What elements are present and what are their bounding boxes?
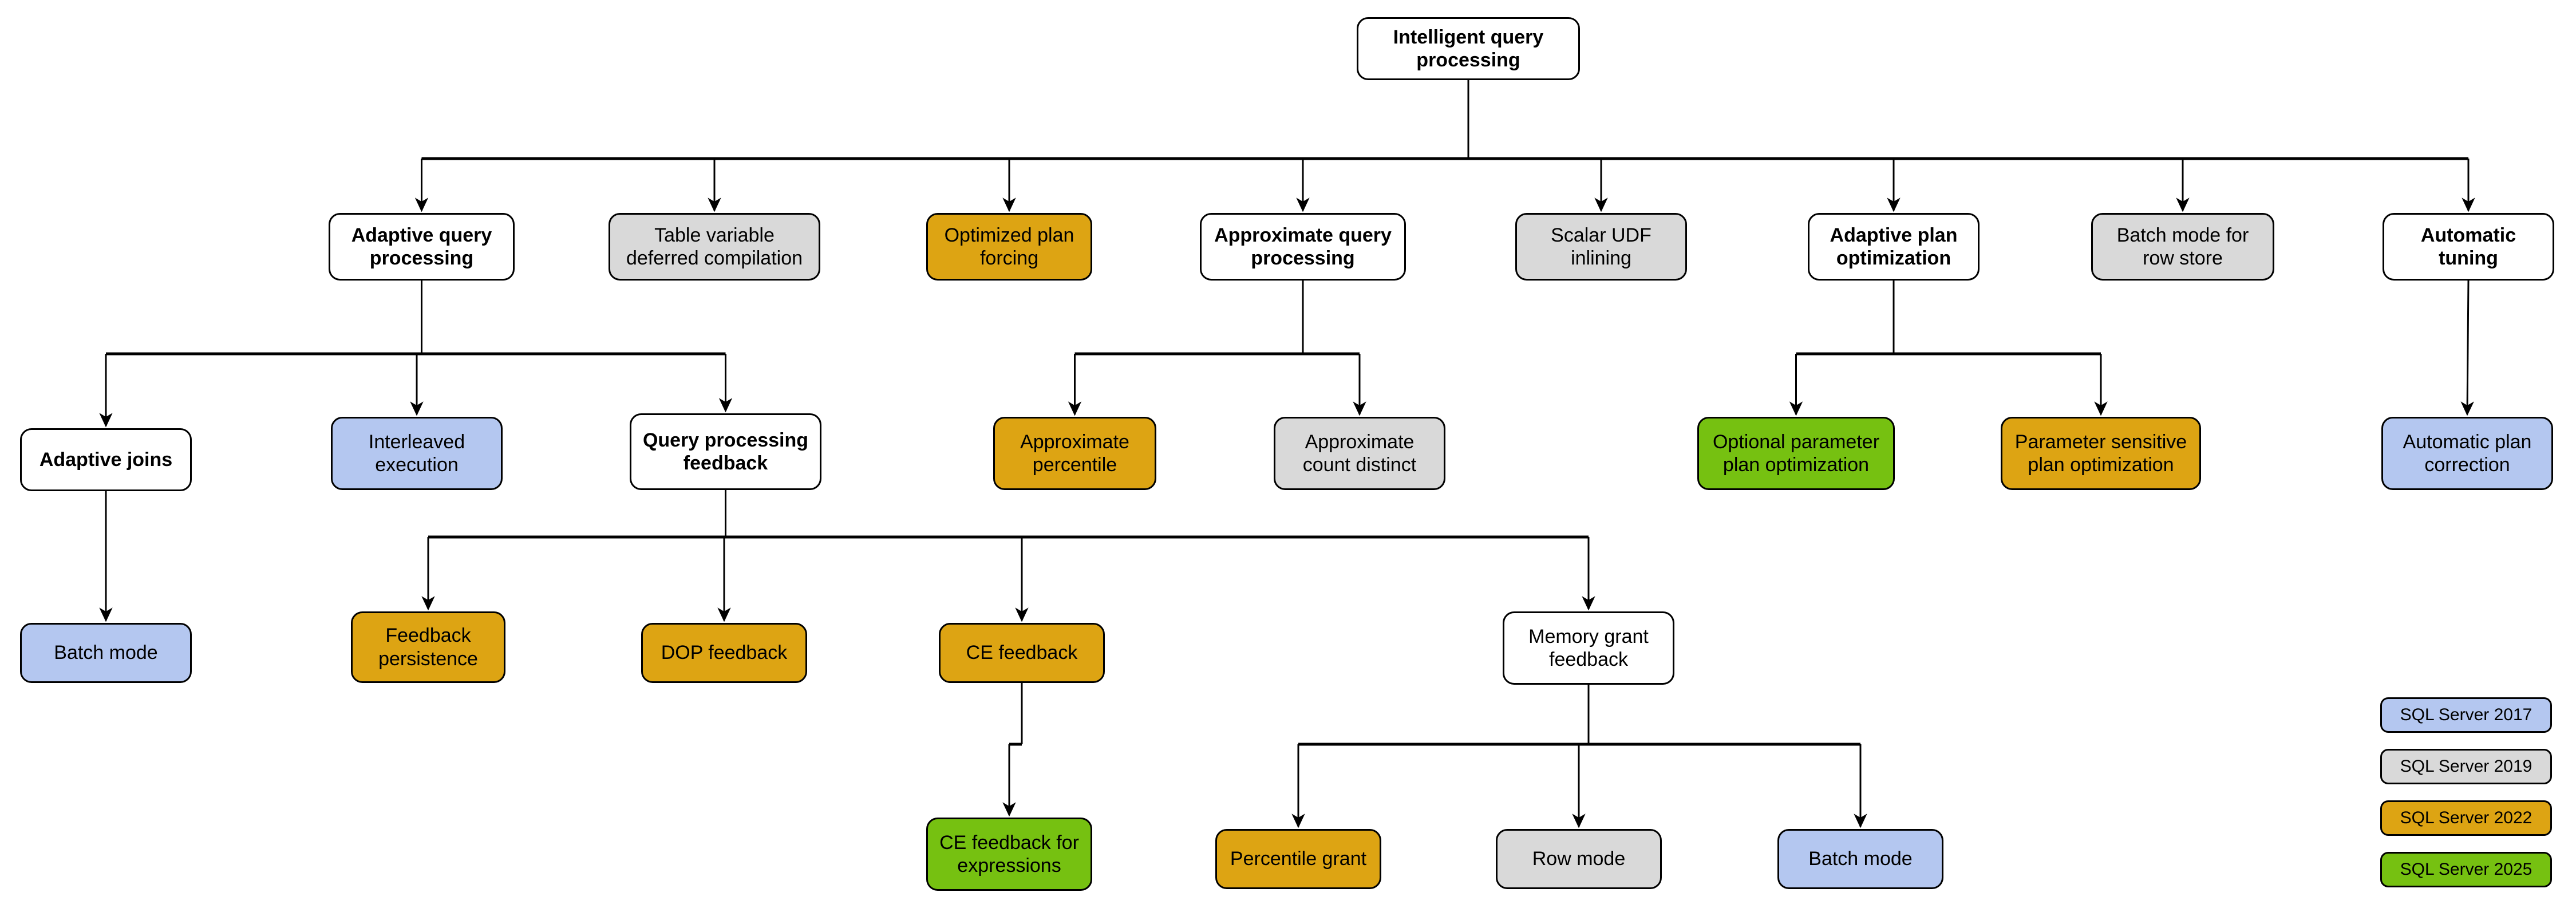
node-label: Batch mode	[1808, 848, 1913, 870]
node-automatic-tuning[interactable]: Automatic tuning	[2383, 213, 2554, 281]
node-optimized-plan-forcing[interactable]: Optimized plan forcing	[926, 213, 1092, 281]
node-parameter-sensitive-plan-opt[interactable]: Parameter sensitive plan optimization	[2001, 417, 2201, 490]
node-percentile-grant[interactable]: Percentile grant	[1215, 829, 1381, 889]
node-label: Adaptive plan optimization	[1830, 224, 1958, 269]
legend-2025: SQL Server 2025	[2380, 852, 2552, 887]
node-adaptive-joins[interactable]: Adaptive joins	[20, 428, 192, 491]
node-batch-mode-mgf[interactable]: Batch mode	[1777, 829, 1943, 889]
node-ce-feedback-expressions[interactable]: CE feedback for expressions	[926, 818, 1092, 891]
node-batch-mode-aj[interactable]: Batch mode	[20, 623, 192, 683]
node-label: DOP feedback	[661, 642, 788, 664]
node-label: Approximate count distinct	[1302, 431, 1417, 476]
legend-label: SQL Server 2022	[2400, 808, 2532, 827]
node-memory-grant-feedback[interactable]: Memory grant feedback	[1503, 611, 1674, 685]
legend-2017: SQL Server 2017	[2380, 697, 2552, 733]
node-label: Adaptive joins	[39, 448, 173, 471]
node-label: Query processing feedback	[642, 429, 809, 474]
node-label: Automatic plan correction	[2403, 431, 2532, 476]
node-label: Adaptive query processing	[351, 224, 492, 269]
node-label: Batch mode for row store	[2116, 224, 2249, 269]
node-label: Approximate query processing	[1214, 224, 1392, 269]
node-label: Interleaved execution	[368, 431, 465, 476]
node-approximate-percentile[interactable]: Approximate percentile	[993, 417, 1156, 490]
node-approximate-query-processing[interactable]: Approximate query processing	[1200, 213, 1406, 281]
node-automatic-plan-correction[interactable]: Automatic plan correction	[2381, 417, 2553, 490]
node-adaptive-plan-optimization[interactable]: Adaptive plan optimization	[1808, 213, 1980, 281]
node-ce-feedback[interactable]: CE feedback	[939, 623, 1105, 683]
node-optional-parameter-plan-opt[interactable]: Optional parameter plan optimization	[1697, 417, 1895, 490]
connector-segment	[2460, 280, 2474, 416]
node-row-mode[interactable]: Row mode	[1496, 829, 1662, 889]
node-label: Feedback persistence	[378, 625, 478, 670]
node-root[interactable]: Intelligent query processing	[1357, 17, 1580, 80]
node-scalar-udf-inlining[interactable]: Scalar UDF inlining	[1515, 213, 1687, 281]
legend-2019: SQL Server 2019	[2380, 749, 2552, 784]
node-label: Table variable deferred compilation	[626, 224, 803, 269]
node-feedback-persistence[interactable]: Feedback persistence	[351, 611, 505, 683]
node-approximate-count-distinct[interactable]: Approximate count distinct	[1274, 417, 1445, 490]
node-label: Optional parameter plan optimization	[1712, 431, 1880, 476]
node-label: Scalar UDF inlining	[1551, 224, 1652, 269]
legend-2022: SQL Server 2022	[2380, 800, 2552, 836]
node-adaptive-query-processing[interactable]: Adaptive query processing	[329, 213, 515, 281]
legend-label: SQL Server 2019	[2400, 757, 2532, 776]
node-label: Automatic tuning	[2420, 224, 2516, 269]
node-label: Optimized plan forcing	[944, 224, 1074, 269]
node-dop-feedback[interactable]: DOP feedback	[641, 623, 807, 683]
node-label: Row mode	[1532, 848, 1626, 870]
node-label: Percentile grant	[1230, 848, 1367, 870]
node-label: Intelligent query processing	[1393, 26, 1544, 71]
node-label: Memory grant feedback	[1528, 625, 1649, 670]
node-label: Batch mode	[54, 642, 158, 664]
node-label: CE feedback for expressions	[939, 831, 1079, 876]
node-label: CE feedback	[966, 642, 1078, 664]
node-interleaved-execution[interactable]: Interleaved execution	[331, 417, 503, 490]
node-label: Approximate percentile	[1020, 431, 1129, 476]
node-label: Parameter sensitive plan optimization	[2014, 431, 2187, 476]
node-query-processing-feedback[interactable]: Query processing feedback	[630, 413, 821, 490]
node-batch-mode-row-store[interactable]: Batch mode for row store	[2091, 213, 2274, 281]
legend-label: SQL Server 2025	[2400, 860, 2532, 879]
node-table-variable-deferred[interactable]: Table variable deferred compilation	[609, 213, 820, 281]
legend-label: SQL Server 2017	[2400, 705, 2532, 724]
